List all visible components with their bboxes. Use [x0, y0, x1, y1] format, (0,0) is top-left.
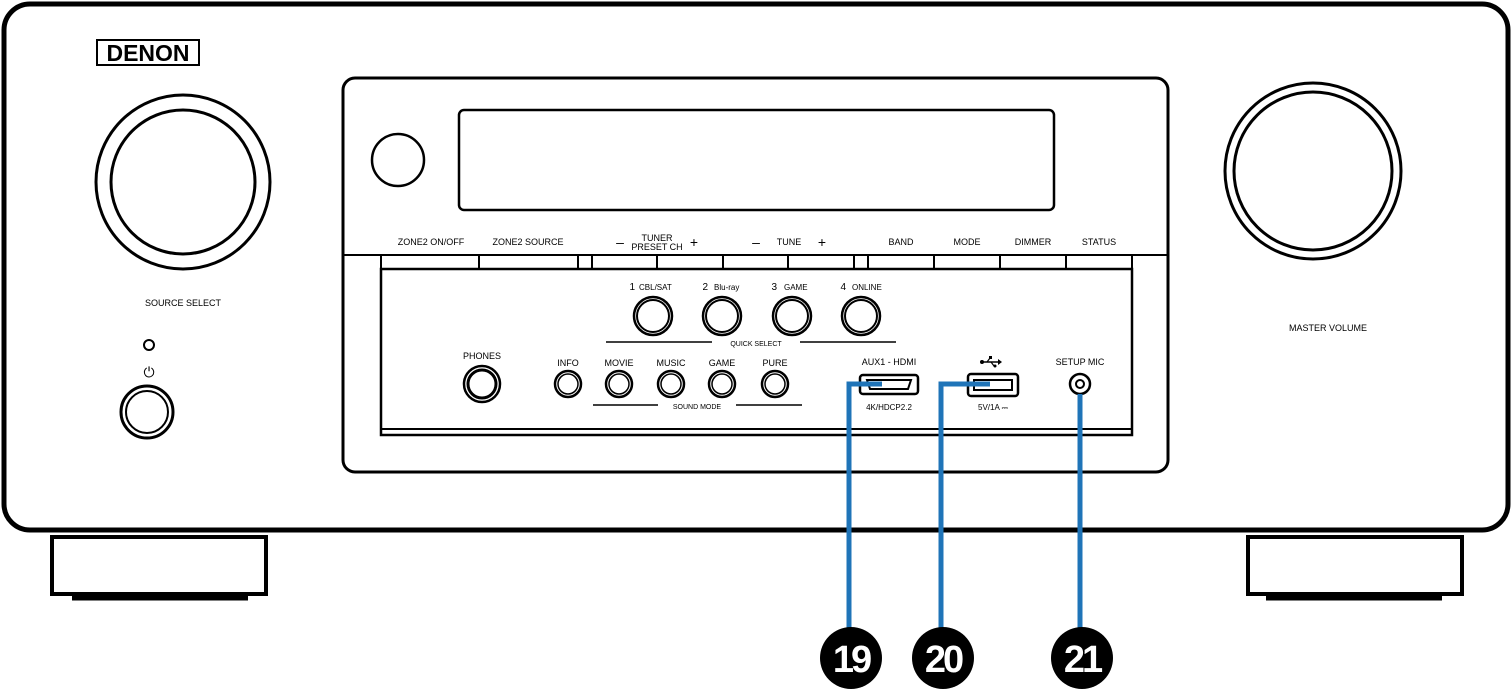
- setup-mic-label: SETUP MIC: [1056, 357, 1105, 367]
- movie-label: MOVIE: [604, 358, 633, 368]
- tuner-preset-label-line1: TUNER: [642, 233, 673, 243]
- remote-sensor: [370, 132, 426, 188]
- callout-badge-21: 21: [1051, 627, 1113, 689]
- mode-button[interactable]: MODE: [954, 237, 981, 247]
- quick-select-2-label: Blu-ray: [714, 283, 739, 292]
- callout-leader-20: [938, 381, 990, 628]
- hdmi-label: AUX1 - HDMI: [862, 357, 917, 367]
- music-button[interactable]: [656, 369, 686, 399]
- callout-leader-19: [846, 381, 882, 628]
- svg-text:19: 19: [833, 639, 871, 681]
- left-foot: [50, 535, 268, 601]
- zone2-source-button[interactable]: ZONE2 SOURCE: [492, 237, 563, 247]
- power-button[interactable]: [119, 384, 175, 440]
- phones-jack[interactable]: [462, 364, 502, 404]
- source-select-knob[interactable]: [94, 93, 272, 271]
- preset-minus-button[interactable]: –: [616, 234, 624, 250]
- master-volume-knob[interactable]: [1223, 81, 1403, 261]
- svg-text:21: 21: [1064, 639, 1103, 681]
- svg-text:20: 20: [925, 639, 963, 681]
- quick-select-4-label: ONLINE: [852, 283, 882, 292]
- quick-select-1-button[interactable]: [632, 295, 674, 337]
- source-select-label: SOURCE SELECT: [145, 298, 222, 308]
- display-window: [457, 108, 1056, 212]
- tune-label: TUNE: [777, 237, 802, 247]
- callout-badge-19: 19: [820, 627, 882, 689]
- master-volume-label: MASTER VOLUME: [1289, 323, 1367, 333]
- hdmi-port[interactable]: [858, 373, 920, 396]
- info-label: INFO: [557, 358, 579, 368]
- lower-panel: [379, 267, 1134, 437]
- preset-plus-button[interactable]: +: [690, 234, 698, 250]
- usb-sublabel: 5V/1A ⎓: [978, 403, 1009, 412]
- quick-select-4-button[interactable]: [840, 295, 882, 337]
- usb-icon: [980, 356, 1002, 368]
- setup-mic-jack[interactable]: [1068, 372, 1092, 396]
- quick-select-3-button[interactable]: [771, 295, 813, 337]
- movie-button[interactable]: [604, 369, 634, 399]
- quick-select-3-number: 3: [771, 282, 777, 293]
- game-label: GAME: [709, 358, 736, 368]
- tune-minus-button[interactable]: –: [752, 234, 760, 250]
- tune-plus-button[interactable]: +: [818, 234, 826, 250]
- band-button[interactable]: BAND: [888, 237, 914, 247]
- callout-badge-20: 20: [912, 627, 974, 689]
- quick-select-2-button[interactable]: [701, 295, 743, 337]
- zone2-onoff-button[interactable]: ZONE2 ON/OFF: [398, 237, 465, 247]
- quick-select-label: QUICK SELECT: [730, 341, 782, 348]
- hdmi-sublabel: 4K/HDCP2.2: [866, 403, 912, 412]
- quick-select-3-label: GAME: [784, 283, 808, 292]
- pure-button[interactable]: [760, 369, 790, 399]
- right-foot: [1246, 535, 1464, 601]
- svg-text:DENON: DENON: [106, 40, 189, 66]
- quick-select-1-label: CBL/SAT: [639, 283, 672, 292]
- music-label: MUSIC: [657, 358, 687, 368]
- info-button[interactable]: [553, 369, 583, 399]
- power-indicator-led: [143, 339, 155, 351]
- game-button[interactable]: [707, 369, 737, 399]
- pure-label: PURE: [762, 358, 787, 368]
- phones-label: PHONES: [463, 351, 501, 361]
- tuner-preset-label-line2: PRESET CH: [631, 242, 682, 252]
- quick-select-1-number: 1: [629, 282, 635, 293]
- power-icon: ⏻: [143, 364, 154, 380]
- top-button-strip: [380, 254, 1133, 270]
- quick-select-4-number: 4: [840, 282, 846, 293]
- dimmer-button[interactable]: DIMMER: [1015, 237, 1052, 247]
- sound-mode-label: SOUND MODE: [673, 404, 722, 411]
- status-button[interactable]: STATUS: [1082, 237, 1116, 247]
- brand-logo: DENON: [96, 39, 200, 66]
- quick-select-2-number: 2: [702, 282, 708, 293]
